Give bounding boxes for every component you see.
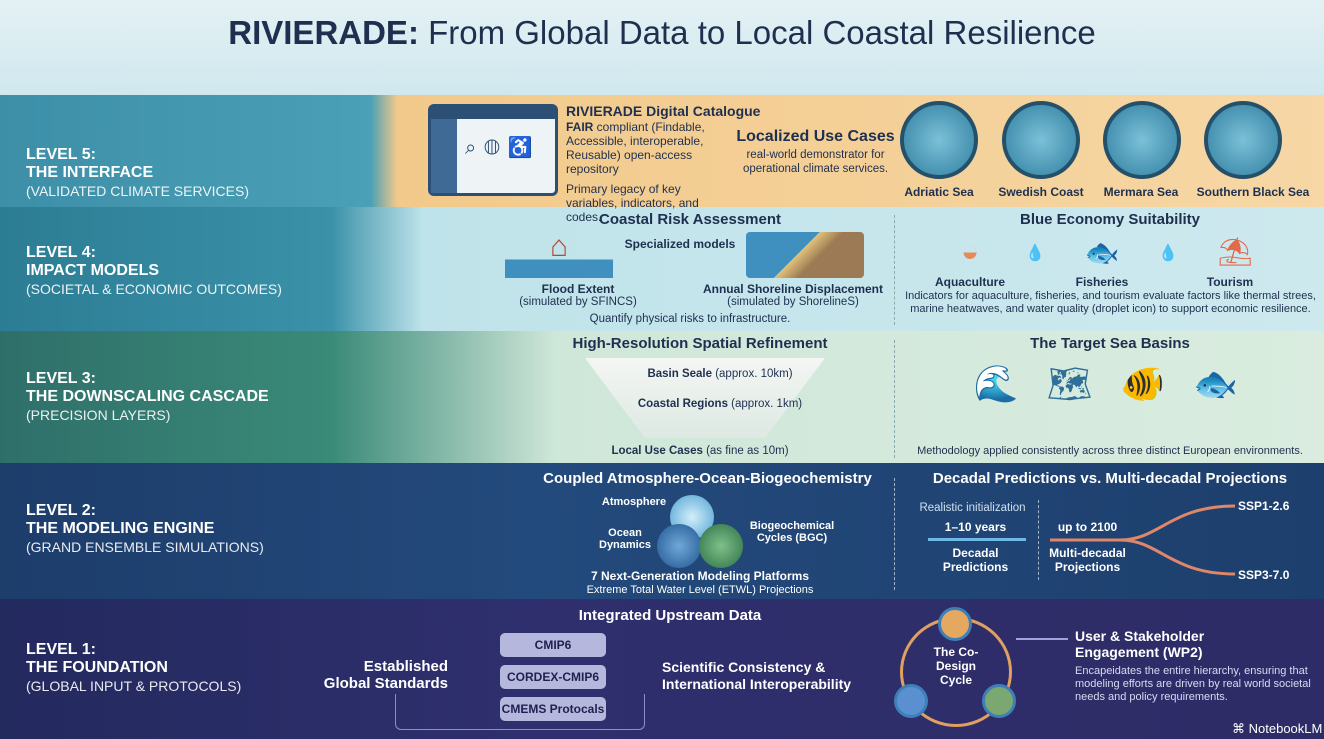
person-icon xyxy=(982,684,1016,718)
fish-icon: 🐟 xyxy=(1084,237,1120,268)
feedback-bracket xyxy=(395,694,645,730)
usecases-text: real-world demonstrator for operational … xyxy=(742,149,889,175)
cmip6-pill: CMIP6 xyxy=(500,633,606,657)
shoreline-sub: (simulated by ShorelineS) xyxy=(727,296,859,308)
usecases-title: Localized Use Cases xyxy=(736,128,895,145)
etwl-label: Extreme Total Water Level (ETWL) Project… xyxy=(586,584,814,596)
cordex-pill: CORDEX-CMIP6 xyxy=(500,665,606,689)
blue-economy-title: Blue Economy Suitability xyxy=(1019,211,1201,228)
page-title: RIVIERADE: From Global Data to Local Coa… xyxy=(228,14,1096,51)
blue-economy-note: Indicators for aquaculture, fisheries, a… xyxy=(905,290,1316,315)
divider xyxy=(894,215,895,325)
refinement-title: High-Resolution Spatial Refinement xyxy=(572,335,828,352)
sea-basin-maps-icon: 🌊🗺🐠🐟 xyxy=(973,363,1267,404)
notebooklm-logo: ⌘ NotebookLM xyxy=(1232,721,1323,736)
init-label: Realistic initialization xyxy=(919,502,1026,514)
fisheries-label: Fisheries xyxy=(1075,275,1129,289)
sea-label: Southern Black Sea xyxy=(1196,185,1310,199)
codesign-label: The Co-Design Cycle xyxy=(933,645,979,687)
droplet-icon: 💧 xyxy=(1025,245,1045,262)
level-4-band xyxy=(0,207,1324,331)
ssp1-label: SSP1-2.6 xyxy=(1238,499,1290,513)
local-use-label: Local Use Cases (as fine as 10m) xyxy=(611,445,789,457)
person-icon xyxy=(894,684,928,718)
connector-line xyxy=(1016,638,1068,640)
predictions-title: Decadal Predictions vs. Multi-decadal Pr… xyxy=(932,470,1288,487)
standards-label: Established Global Standards xyxy=(323,658,448,692)
level-1-label: LEVEL 1:THE FOUNDATION(GLOBAL INPUT & PR… xyxy=(26,641,242,694)
multi-decadal-label: Multi-decadal Projections xyxy=(1049,546,1126,574)
aquaculture-label: Aquaculture xyxy=(934,275,1005,289)
search-globe-accessibility-icons: ⌕◍♿ xyxy=(465,137,541,159)
cmems-pill: CMEMS Protocals xyxy=(500,697,606,721)
upto-label: up to 2100 xyxy=(1057,520,1118,534)
adriatic-map-icon xyxy=(900,101,978,179)
target-basins-title: The Target Sea Basins xyxy=(1030,335,1190,352)
level-1-band xyxy=(0,599,1324,739)
level-4-label: LEVEL 4:IMPACT MODELS(SOCIETAL & ECONOMI… xyxy=(26,244,282,297)
divider xyxy=(894,340,895,458)
divider xyxy=(894,478,895,590)
level-5-band xyxy=(0,95,1324,207)
target-basins-note: Methodology applied consistently across … xyxy=(917,445,1303,457)
person-icon xyxy=(938,607,972,641)
catalogue-screen-icon: ⌕◍♿ xyxy=(428,104,558,196)
scenario-branches xyxy=(1050,504,1236,576)
black-sea-map-icon xyxy=(1204,101,1282,179)
flood-house-icon: ⌂ xyxy=(505,232,613,278)
level-5-label: LEVEL 5:THE INTERFACE(VALIDATED CLIMATE … xyxy=(26,146,250,199)
engagement-text: Encapeidates the entire hierarchy, ensur… xyxy=(1075,665,1311,703)
shoreline-label: Annual Shoreline Displacement xyxy=(702,282,884,296)
swedish-map-icon xyxy=(1002,101,1080,179)
consistency-label: Scientific Consistency & International I… xyxy=(662,659,852,692)
shoreline-cliff-icon xyxy=(746,232,864,278)
coastal-regions-label: Coastal Regions (approx. 1km) xyxy=(637,398,803,410)
bgc-label: Biogeochemical Cycles (BGC) xyxy=(749,520,835,544)
tourism-label: Tourism xyxy=(1206,275,1254,289)
catalogue-description: RIVIERADE Digital Catalogue FAIR complia… xyxy=(566,103,761,224)
flood-label: Flood Extent xyxy=(541,282,615,296)
ocean-sphere-icon xyxy=(657,524,701,568)
sea-label: Swedish Coast xyxy=(998,185,1084,199)
risk-title: Coastal Risk Assessment xyxy=(598,211,782,228)
sea-label: Mermara Sea xyxy=(1103,185,1179,199)
sky-banner xyxy=(0,0,1324,95)
sea-label: Adriatic Sea xyxy=(904,185,974,199)
level-2-label: LEVEL 2:THE MODELING ENGINE(GRAND ENSEMB… xyxy=(26,502,264,555)
coupled-title: Coupled Atmosphere-Ocean-Biogeochemistry xyxy=(543,470,872,487)
ssp3-label: SSP3-7.0 xyxy=(1238,568,1290,582)
years-label: 1–10 years xyxy=(944,520,1007,534)
platforms-label: 7 Next-Generation Modeling Platforms xyxy=(590,569,810,583)
decadal-label: Decadal Predictions xyxy=(942,546,1009,574)
atmosphere-label: Atmosphere xyxy=(601,496,667,508)
risk-note: Quantify physical risks to infrastructur… xyxy=(589,313,791,325)
marmara-map-icon xyxy=(1103,101,1181,179)
engagement-title: User & Stakeholder Engagement (WP2) xyxy=(1075,628,1205,660)
specialized-label: Specialized models xyxy=(624,237,736,251)
upstream-title: Integrated Upstream Data xyxy=(578,607,762,624)
ocean-label: Ocean Dynamics xyxy=(599,527,651,551)
beach-umbrella-icon: ⛱ xyxy=(1217,236,1253,267)
level-3-label: LEVEL 3:THE DOWNSCALING CASCADE(PRECISIO… xyxy=(26,370,269,423)
divider xyxy=(1038,500,1039,580)
droplet-icon: 💧 xyxy=(1158,245,1178,262)
shell-icon: ◒ xyxy=(960,235,980,268)
bgc-sphere-icon xyxy=(699,524,743,568)
flood-sub: (simulated by SFINCS) xyxy=(519,296,637,308)
basin-scale-label: Basin Seale (approx. 10km) xyxy=(647,368,793,380)
decadal-arrow xyxy=(928,538,1026,541)
